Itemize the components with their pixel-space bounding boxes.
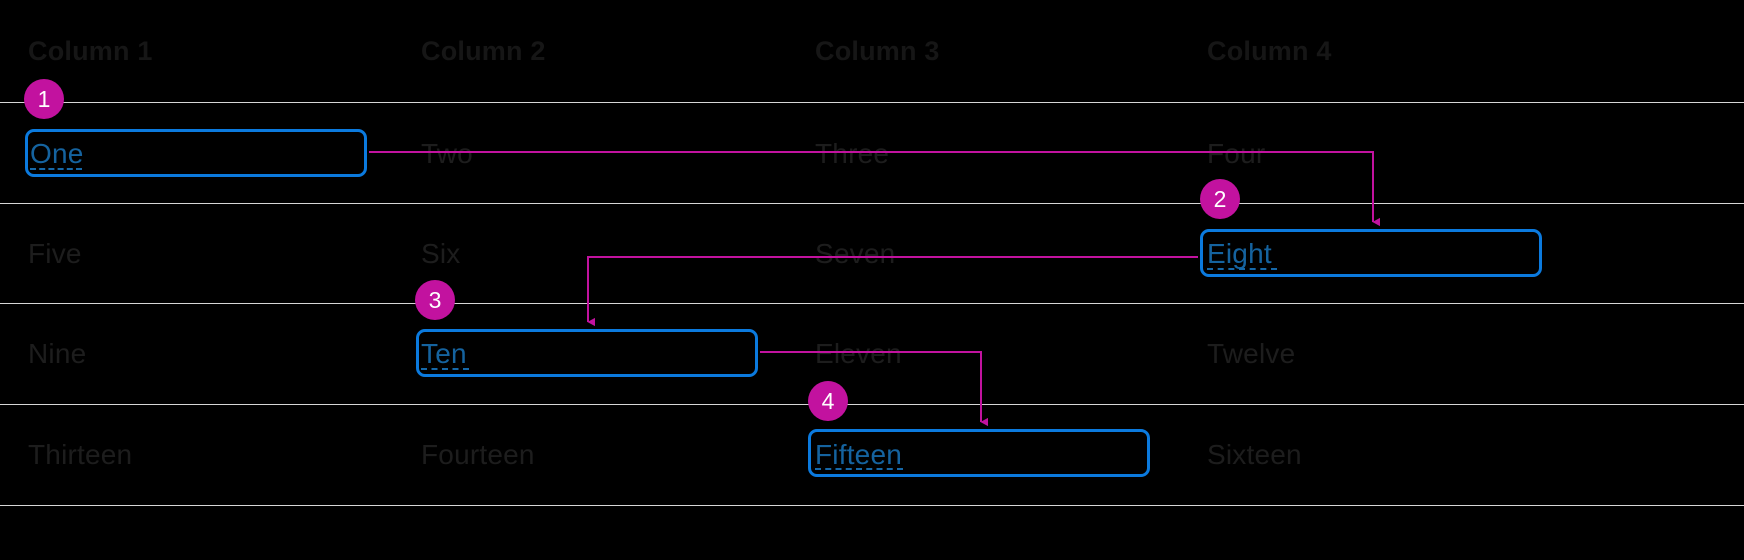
focus-ring-one[interactable] <box>25 129 367 177</box>
table-cell[interactable]: Sixteen <box>1207 439 1302 470</box>
step-badge-2[interactable]: 2 <box>1200 179 1240 219</box>
grid-line <box>0 303 1744 304</box>
table-cell[interactable]: One <box>30 138 84 169</box>
table-cell[interactable]: Nine <box>28 338 87 369</box>
table-cell[interactable]: Six <box>421 238 461 269</box>
table-cell[interactable]: Fifteen <box>815 439 902 470</box>
text-underline <box>815 468 903 470</box>
table-cell[interactable]: Seven <box>815 238 896 269</box>
table-cell[interactable]: Eleven <box>815 338 902 369</box>
text-underline <box>1207 268 1277 270</box>
focus-ring-fifteen[interactable] <box>808 429 1150 477</box>
table-cell[interactable]: Ten <box>421 338 467 369</box>
table-cell[interactable]: Two <box>421 138 473 169</box>
step-badge-1[interactable]: 1 <box>24 79 64 119</box>
table-cell[interactable]: Eight <box>1207 238 1272 269</box>
column-header-4[interactable]: Column 4 <box>1207 36 1332 66</box>
step-badge-4[interactable]: 4 <box>808 381 848 421</box>
text-underline <box>30 168 82 170</box>
table-cell[interactable]: Five <box>28 238 82 269</box>
column-header-3[interactable]: Column 3 <box>815 36 940 66</box>
text-underline <box>421 368 469 370</box>
table-cell[interactable]: Four <box>1207 138 1266 169</box>
table-cell[interactable]: Thirteen <box>28 439 133 470</box>
grid-line <box>0 102 1744 103</box>
focus-ring-eight[interactable] <box>1200 229 1542 277</box>
column-header-1[interactable]: Column 1 <box>28 36 153 66</box>
focus-ring-ten[interactable] <box>416 329 758 377</box>
step-badge-3[interactable]: 3 <box>415 280 455 320</box>
grid-line <box>0 505 1744 506</box>
grid-line <box>0 203 1744 204</box>
table-cell[interactable]: Twelve <box>1207 338 1296 369</box>
grid-line <box>0 404 1744 405</box>
table-cell[interactable]: Three <box>815 138 890 169</box>
column-header-2[interactable]: Column 2 <box>421 36 546 66</box>
table-cell[interactable]: Fourteen <box>421 439 535 470</box>
